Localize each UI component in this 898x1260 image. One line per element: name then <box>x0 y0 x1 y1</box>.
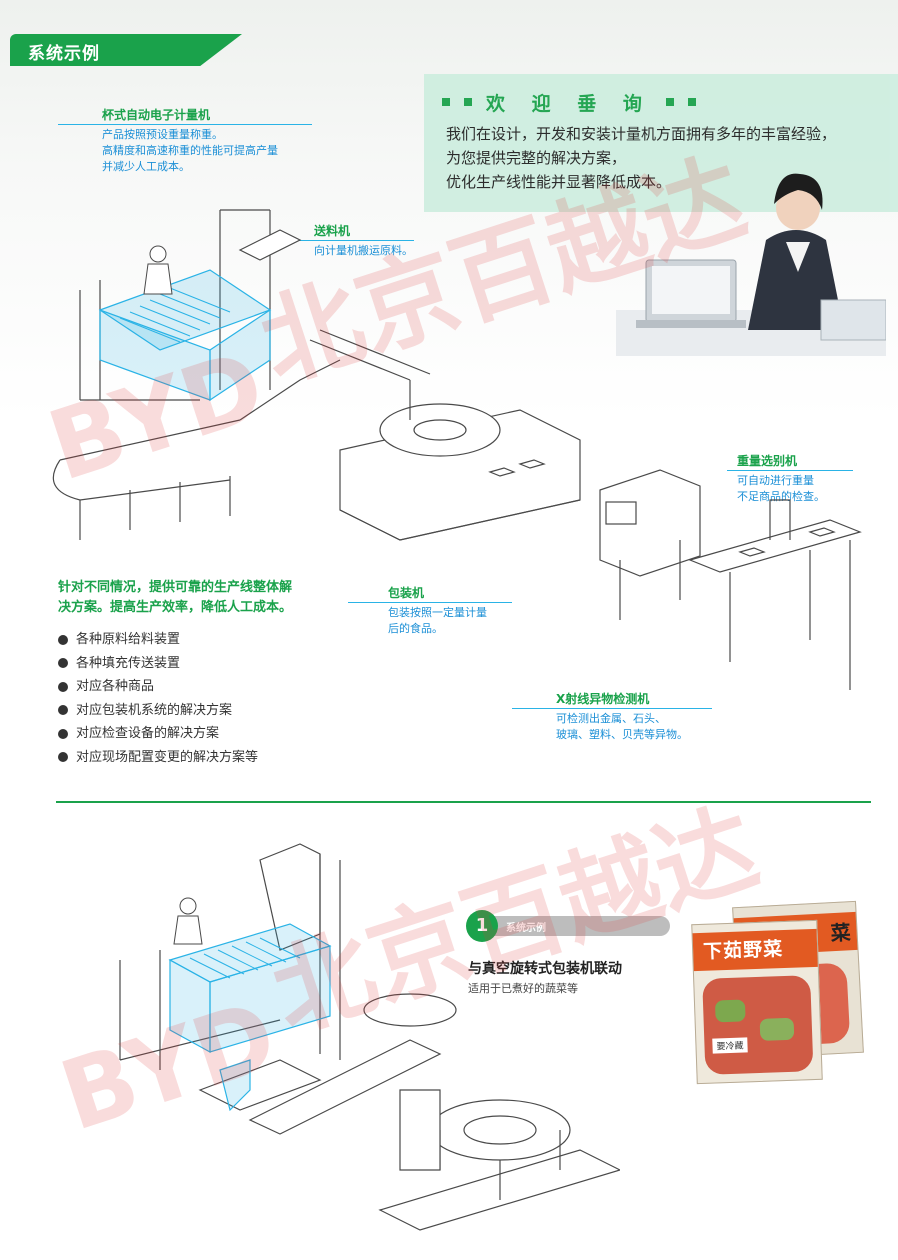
callout-text: 高精度和高速称重的性能可提高产量 <box>102 144 278 157</box>
callout-weigher: 杯式自动电子计量机 产品按照预设重量称重。 高精度和高速称重的性能可提高产量 并… <box>58 106 312 175</box>
production-line-illustration <box>52 209 862 690</box>
badge-pill <box>480 916 670 936</box>
welcome-line: 为您提供完整的解决方案， <box>446 149 627 167</box>
example-title: 与真空旋转式包装机联动 <box>468 961 622 977</box>
list-item: 对应各种商品 <box>58 675 292 699</box>
section-divider <box>56 801 871 803</box>
welcome-line: 我们在设计，开发和安装计量机方面拥有多年的丰富经验， <box>446 125 837 143</box>
callout-line <box>348 602 512 603</box>
list-item: 对应现场配置变更的解决方案等 <box>58 746 292 770</box>
package-brand-back: 菜 <box>829 920 852 946</box>
square-bullet-icon <box>442 98 450 106</box>
bullet-icon <box>58 681 68 692</box>
example-subtitle: 适用于已煮好的蔬菜等 <box>468 982 578 995</box>
callout-text: 向计量机搬运原料。 <box>314 244 413 257</box>
feature-list: 各种原料给料装置 各种填充传送装置 对应各种商品 对应包装机系统的解决方案 对应… <box>58 628 292 769</box>
package-tag: 要冷藏 <box>712 1037 748 1054</box>
list-item-label: 对应各种商品 <box>76 679 155 694</box>
list-item-label: 各种原料给料装置 <box>76 632 181 647</box>
callout-title: X射线异物检测机 <box>556 692 650 706</box>
callout-packer: 包装机 包装按照一定量计量 后的食品。 <box>348 584 512 637</box>
callout-line <box>727 470 853 471</box>
list-item-label: 各种填充传送装置 <box>76 655 181 671</box>
callout-title: 重量选别机 <box>737 454 798 468</box>
callout-feeder: 送料机 向计量机搬运原料。 <box>284 222 414 259</box>
callout-text: 包装按照一定量计量 <box>388 606 487 619</box>
callout-text: 可自动进行重量 <box>737 474 814 487</box>
square-bullet-icon <box>687 98 696 106</box>
bullet-icon <box>58 634 68 645</box>
receptionist-photo <box>616 173 886 356</box>
list-item-label: 对应包装机系统的解决方案 <box>76 702 233 718</box>
callout-text: 玻璃、塑料、贝壳等异物。 <box>556 728 688 741</box>
welcome-title: 欢 迎 垂 询 <box>486 92 652 115</box>
callout-text: 产品按照预设重量称重。 <box>102 128 223 141</box>
bullet-icon <box>58 752 68 763</box>
callout-text: 可检测出金属、石头、 <box>556 712 666 725</box>
list-item: 各种原料给料装置 <box>58 628 292 652</box>
bullet-icon <box>58 728 68 739</box>
welcome-title-row: 欢 迎 垂 询 <box>442 88 696 116</box>
example-number: 1 <box>466 910 498 942</box>
callout-line <box>284 240 414 241</box>
square-bullet-icon <box>464 98 472 106</box>
example-badge: 1 系统示例 <box>466 910 670 942</box>
package-front: 下茹野菜 要冷藏 <box>691 919 823 1085</box>
callout-title: 杯式自动电子计量机 <box>102 108 211 122</box>
package-brand: 下茹野菜 <box>702 938 784 963</box>
welcome-body: 我们在设计，开发和安装计量机方面拥有多年的丰富经验， 为您提供完整的解决方案， … <box>446 122 836 194</box>
callout-title: 送料机 <box>314 224 351 238</box>
welcome-line: 优化生产线性能并显著降低成本。 <box>446 173 672 191</box>
list-item: 对应检查设备的解决方案 <box>58 722 292 746</box>
product-package-image: 菜 下茹野菜 要冷藏 <box>691 900 864 1085</box>
callout-text: 不足商品的检查。 <box>737 490 825 503</box>
list-item-label: 对应现场配置变更的解决方案等 <box>76 749 259 765</box>
callout-line <box>512 708 712 709</box>
callout-checker: 重量选别机 可自动进行重量 不足商品的检查。 <box>727 452 853 505</box>
example-badge-label: 系统示例 <box>506 923 546 934</box>
callout-text: 后的食品。 <box>388 622 443 635</box>
feature-block: 针对不同情况，提供可靠的生产线整体解 决方案。提高生产效率，降低人工成本。 各种… <box>58 578 292 769</box>
square-bullet-icon <box>665 98 674 106</box>
bullet-icon <box>58 658 68 669</box>
list-item: 对应包装机系统的解决方案 <box>58 699 292 723</box>
callout-text: 并减少人工成本。 <box>102 160 190 173</box>
section-tab-label: 系统示例 <box>28 44 100 64</box>
callout-title: 包装机 <box>388 586 425 600</box>
feature-title: 针对不同情况，提供可靠的生产线整体解 <box>58 580 293 595</box>
list-item-label: 对应检查设备的解决方案 <box>76 726 220 741</box>
list-item: 各种填充传送装置 <box>58 652 292 676</box>
feature-title: 决方案。提高生产效率，降低人工成本。 <box>58 600 293 615</box>
rotary-packer-illustration <box>119 843 620 1231</box>
bullet-icon <box>58 705 68 716</box>
section-tab: 系统示例 <box>10 34 242 66</box>
callout-line <box>58 124 312 125</box>
welcome-panel: 欢 迎 垂 询 我们在设计，开发和安装计量机方面拥有多年的丰富经验， 为您提供完… <box>424 74 898 212</box>
callout-xray: X射线异物检测机 可检测出金属、石头、 玻璃、塑料、贝壳等异物。 <box>512 690 712 743</box>
